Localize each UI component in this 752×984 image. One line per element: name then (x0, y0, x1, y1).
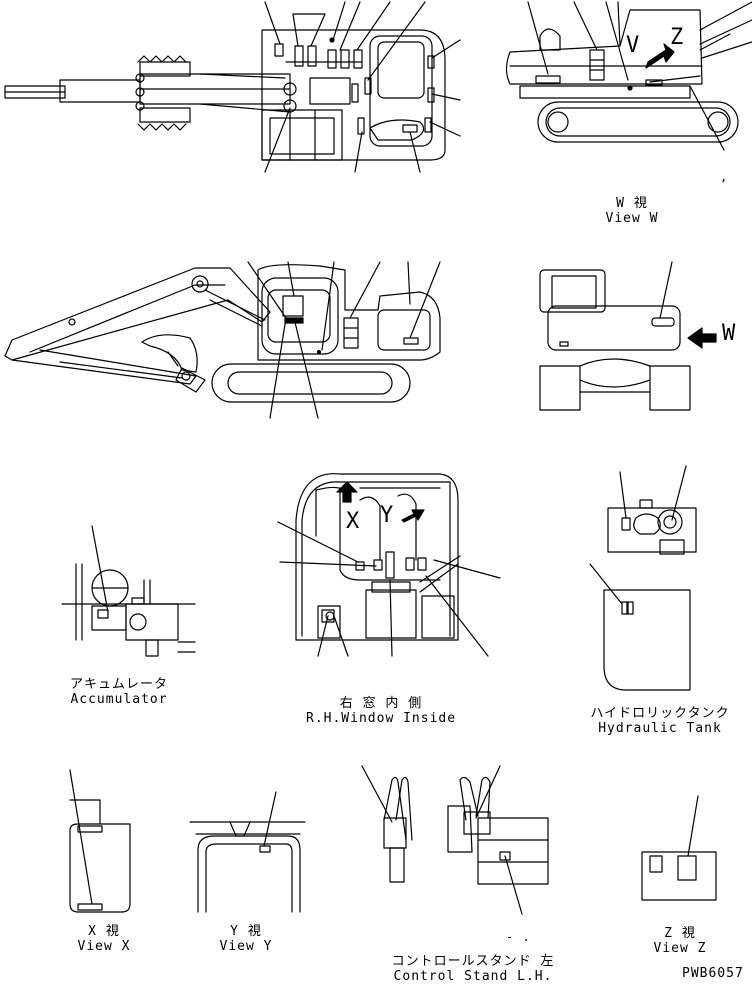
caption-view-z: Z 視 View Z (648, 926, 712, 956)
view-w-side (507, 2, 752, 150)
side-view-machine (5, 262, 440, 418)
view-x-detail (70, 770, 130, 912)
caption-view-y-jp: Y 視 (230, 924, 262, 939)
view-letter-w: W (722, 321, 736, 346)
caption-view-y-en: View Y (219, 939, 273, 954)
accumulator-detail (62, 526, 195, 656)
hydraulic-tank-detail (590, 466, 696, 690)
caption-hydraulic-tank-jp: ハイドロリックタンク (590, 706, 730, 721)
caption-rh-window-jp: 右 窓 内 側 (339, 696, 423, 711)
caption-accumulator-jp: アキュムレータ (69, 677, 168, 692)
drawing-number: PWB6057 (682, 966, 744, 981)
caption-view-y: Y 視 View Y (214, 924, 278, 954)
top-view-machine (5, 2, 460, 172)
caption-view-w-jp: W 視 (616, 196, 648, 211)
caption-view-w-en: View W (605, 211, 659, 226)
view-z-detail (642, 796, 716, 900)
caption-view-x-en: View X (77, 939, 131, 954)
caption-rh-window-en: R.H.Window Inside (306, 711, 457, 726)
caption-view-z-jp: Z 視 (664, 926, 696, 941)
caption-accumulator: アキュムレータ Accumulator (64, 677, 174, 707)
caption-view-x-jp: X 視 (88, 924, 120, 939)
caption-control-stand: コントロールスタンド 左 Control Stand L.H. (388, 954, 558, 984)
rear-view-machine (540, 262, 716, 410)
control-stand-detail (362, 766, 548, 914)
view-letter-z: Z (670, 25, 684, 50)
view-letter-x: X (346, 509, 360, 534)
caption-hydraulic-tank: ハイドロリックタンク Hydraulic Tank (590, 706, 730, 736)
dash-mark: - . (506, 930, 531, 944)
comma-mark: , (720, 170, 729, 184)
view-letter-v: V (626, 33, 640, 58)
rh-window-inside-detail (278, 474, 500, 656)
caption-hydraulic-tank-en: Hydraulic Tank (598, 721, 722, 736)
caption-view-w: W 視 View W (600, 196, 664, 226)
caption-rh-window: 右 窓 内 側 R.H.Window Inside (306, 696, 456, 726)
view-y-detail (190, 792, 305, 912)
caption-control-stand-jp: コントロールスタンド 左 (391, 954, 555, 969)
caption-accumulator-en: Accumulator (70, 692, 168, 707)
caption-view-x: X 視 View X (72, 924, 136, 954)
caption-view-z-en: View Z (653, 941, 707, 956)
view-letter-y: Y (380, 503, 394, 528)
caption-control-stand-en: Control Stand L.H. (393, 969, 553, 984)
